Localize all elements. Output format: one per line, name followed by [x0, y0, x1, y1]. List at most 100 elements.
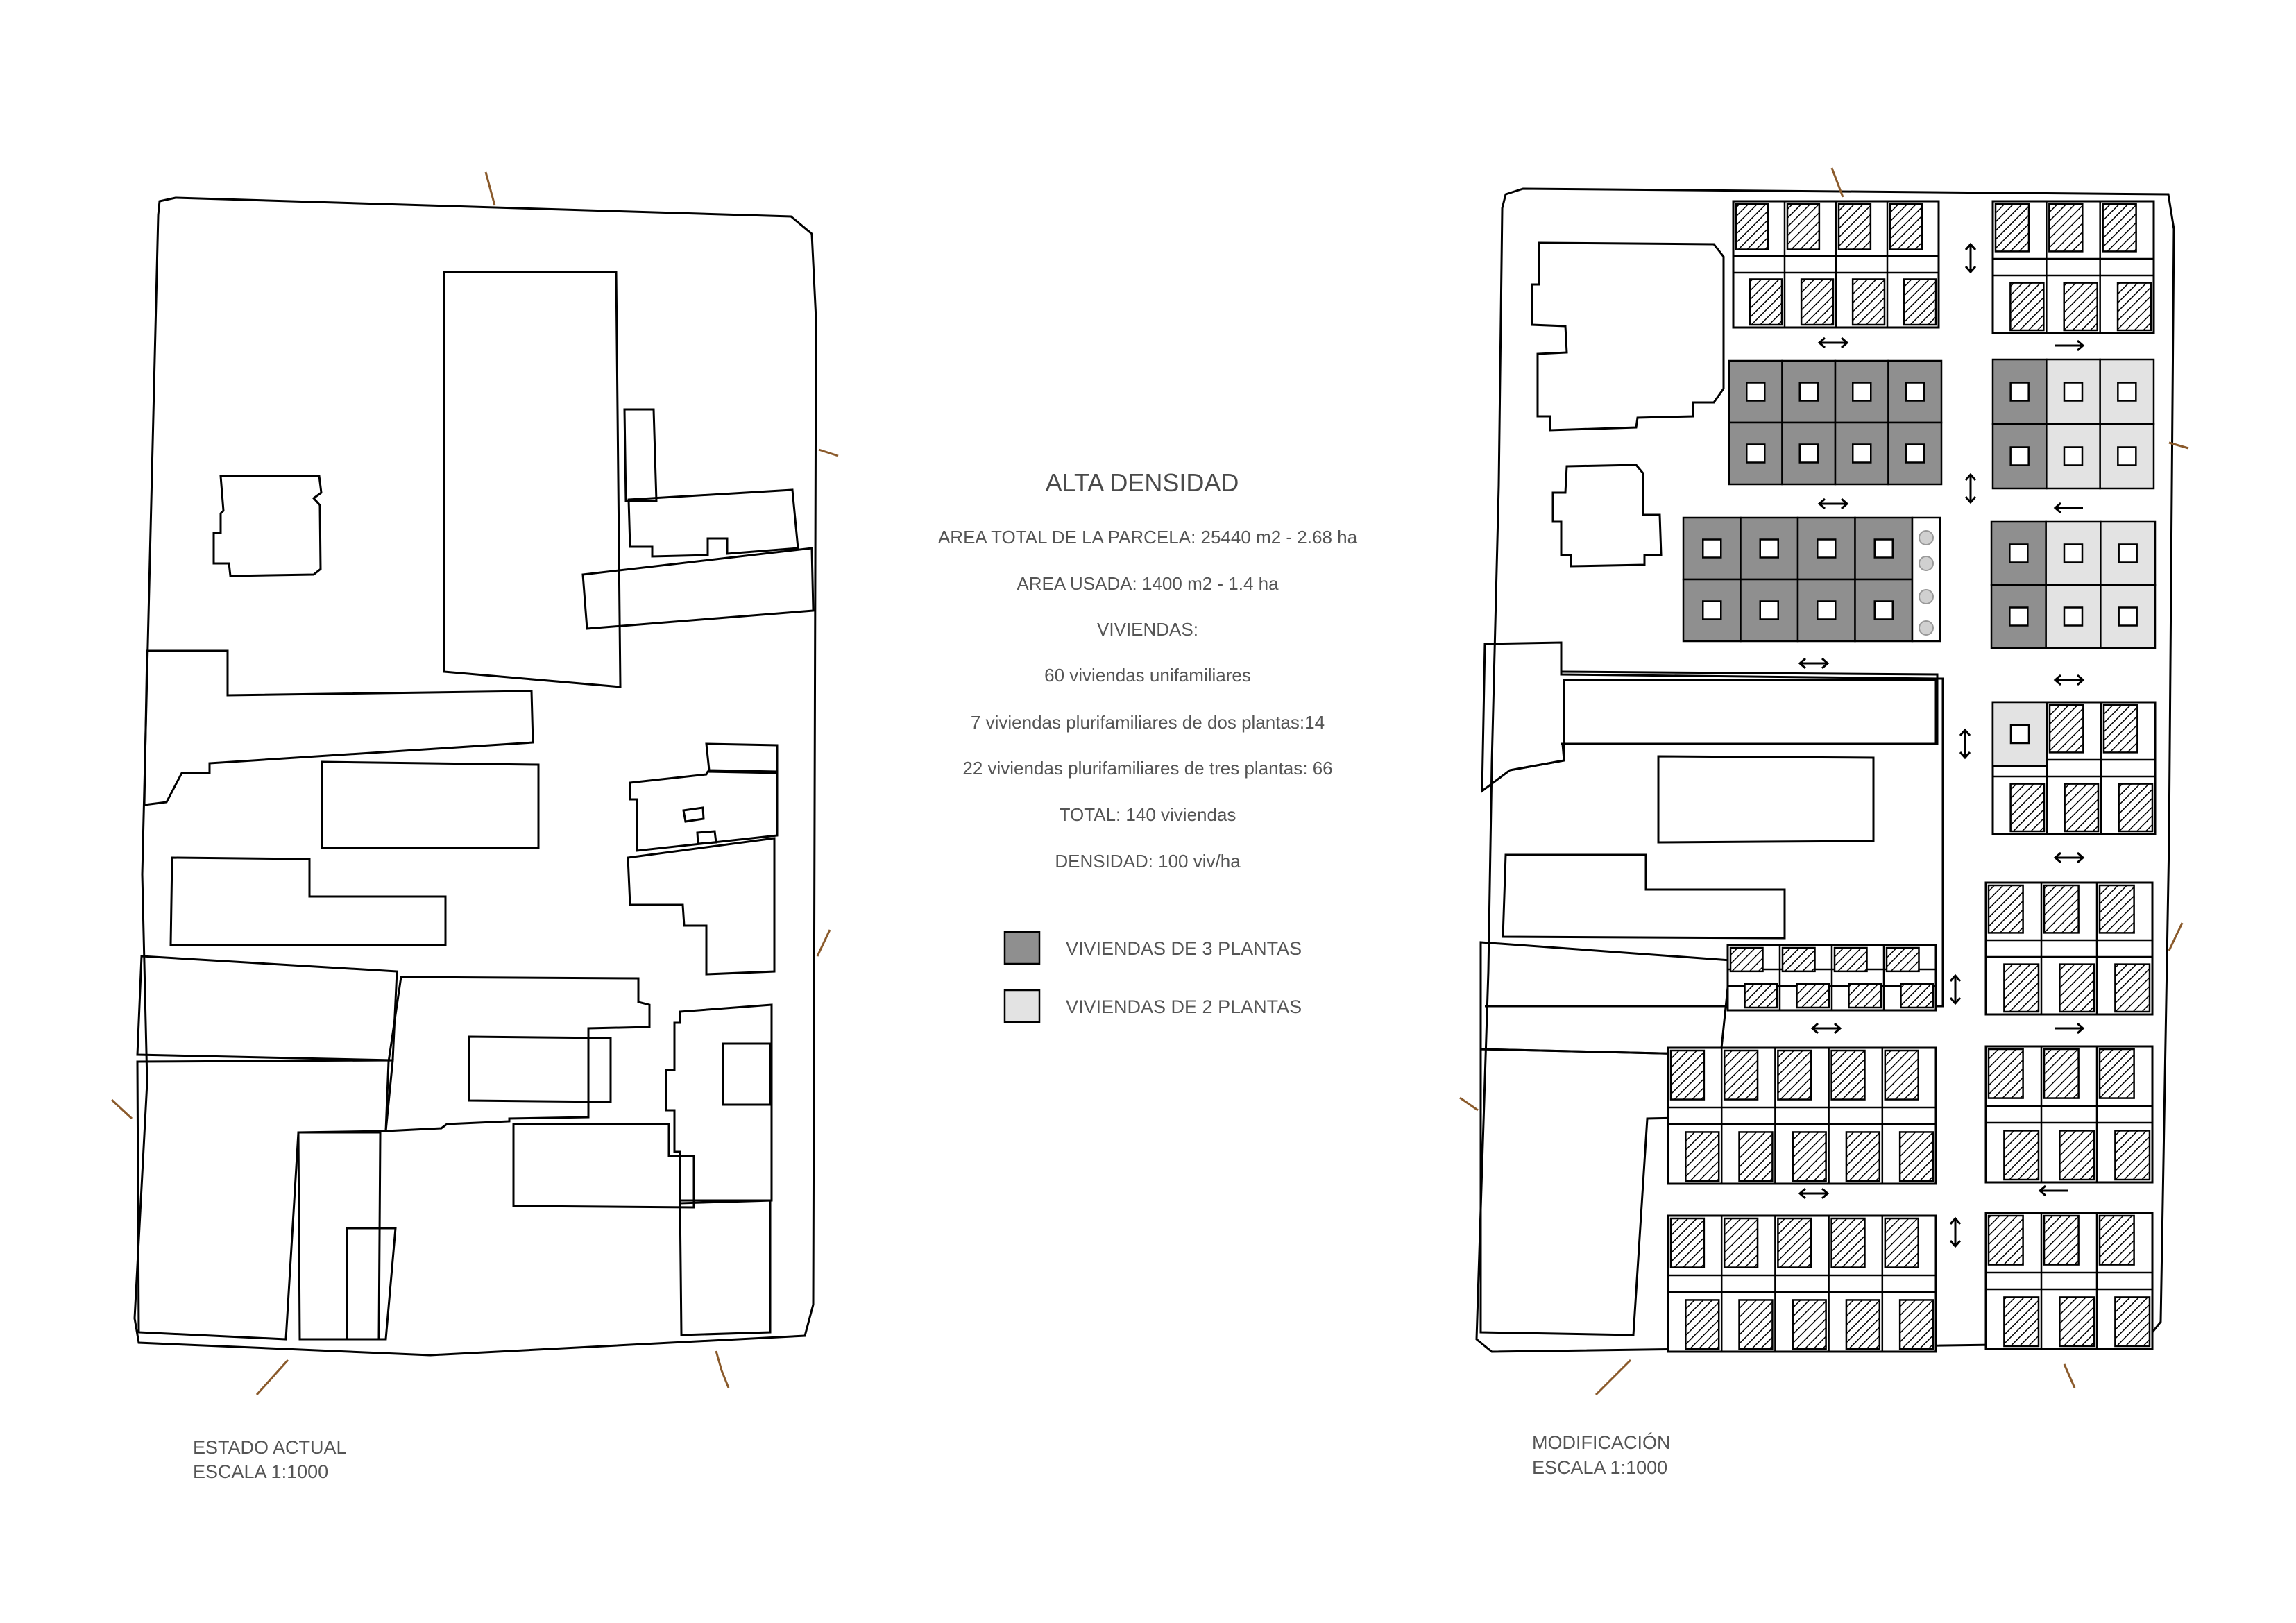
house-footprint [1792, 1131, 1827, 1182]
house-footprint [1987, 884, 2024, 934]
house-footprint [1723, 1217, 1759, 1268]
two-way-arrow [1817, 498, 1849, 510]
tree-icon [1919, 556, 1934, 571]
house-footprint [1987, 1214, 2024, 1266]
house-footprint [1830, 1217, 1866, 1268]
two-way-arrow [2053, 674, 2085, 686]
house-footprint [1669, 1217, 1706, 1268]
house-footprint [2098, 1048, 2135, 1099]
house-footprint [1749, 278, 1783, 326]
left-caption: ESTADO ACTUAL ESCALA 1:1000 [193, 1437, 347, 1482]
house-footprint [1845, 1299, 1881, 1350]
parcel-boundary [133, 196, 817, 1357]
house-footprint [1898, 1299, 1934, 1350]
unit-patio [1702, 600, 1722, 620]
two-way-arrow [1798, 1187, 1830, 1200]
house-footprint [2009, 282, 2045, 332]
unit-patio [2118, 606, 2138, 627]
house-footprint [1885, 946, 1920, 973]
house-footprint [1884, 1049, 1919, 1101]
info-line: 22 viviendas plurifamiliares de tres pla… [962, 758, 1332, 779]
current-state-plan [110, 171, 839, 1396]
house-footprint [1738, 1131, 1774, 1182]
one-way-arrow [2055, 339, 2085, 352]
unit-patio [2009, 543, 2029, 563]
house-footprint [2059, 1130, 2095, 1181]
unit-patio [1905, 443, 1925, 464]
legend-swatch-two-storey [1003, 989, 1041, 1023]
one-way-arrow [2053, 502, 2083, 514]
house-footprint [1744, 983, 1778, 1009]
house-footprint [2048, 203, 2084, 253]
house-footprint [1837, 203, 1872, 250]
house-footprint [1845, 1131, 1881, 1182]
road-ticks [1459, 167, 2189, 1396]
tree-icon [1919, 589, 1934, 604]
unit-patio [1873, 600, 1894, 620]
house-footprint [2043, 884, 2080, 934]
page-title: ALTA DENSIDAD [1046, 468, 1239, 497]
info-line: AREA TOTAL DE LA PARCELA: 25440 m2 - 2.6… [938, 527, 1358, 547]
house-footprint [1786, 203, 1821, 250]
house-footprint [1851, 278, 1886, 326]
house-footprint [1729, 946, 1764, 973]
legend-label: VIVIENDAS DE 3 PLANTAS [1066, 938, 1302, 959]
house-footprint [2063, 282, 2098, 332]
plan-caption: MODIFICACIÓN [1532, 1431, 1671, 1453]
single-family-block [1991, 200, 2155, 334]
two-way-arrow [1798, 657, 1830, 670]
house-footprint [2102, 203, 2137, 253]
house-footprint [2114, 1296, 2151, 1348]
unit-patio [2117, 446, 2137, 466]
info-line: 60 viviendas unifamiliares [1044, 665, 1251, 686]
housing-unit [1854, 578, 1914, 643]
house-footprint [2118, 783, 2154, 833]
unit-patio [1852, 443, 1872, 464]
house-footprint [2114, 1130, 2151, 1181]
house-footprint [2102, 704, 2138, 754]
unit-patio [2063, 382, 2084, 402]
house-footprint [1903, 278, 1937, 326]
two-way-arrow [1959, 728, 1971, 760]
house-footprint [2003, 963, 2040, 1013]
legend: VIVIENDAS DE 3 PLANTAS VIVIENDAS DE 2 PL… [1003, 931, 1302, 1023]
house-footprint [2098, 1214, 2135, 1266]
house-footprint [1723, 1049, 1759, 1101]
unit-patio [1798, 443, 1819, 464]
info-line: TOTAL: 140 viviendas [1060, 804, 1236, 825]
circulation-arrows [1798, 242, 2085, 1248]
house-footprint [1735, 203, 1769, 250]
tree-icon [1919, 530, 1934, 545]
plan-scale: ESCALA 1:1000 [193, 1461, 328, 1482]
unit-patio [1905, 382, 1925, 402]
house-footprint [1898, 1131, 1934, 1182]
one-way-arrow [2038, 1184, 2068, 1197]
house-footprint [2114, 963, 2151, 1013]
unit-patio [2063, 543, 2084, 563]
house-footprint [1987, 1048, 2024, 1099]
two-way-arrow [1964, 242, 1977, 274]
unit-patio [2118, 543, 2138, 563]
single-family-block [1667, 1214, 1937, 1353]
plan-caption: ESTADO ACTUAL [193, 1437, 347, 1458]
two-way-arrow [2053, 851, 2085, 864]
house-footprint [1830, 1049, 1866, 1101]
house-footprint [1792, 1299, 1827, 1350]
legend-swatch-three-storey [1003, 931, 1041, 965]
unit-patio [1798, 382, 1819, 402]
house-footprint [1777, 1217, 1812, 1268]
unit-patio [1852, 382, 1872, 402]
right-caption: MODIFICACIÓN ESCALA 1:1000 [1532, 1431, 1671, 1478]
info-block: ALTA DENSIDAD AREA TOTAL DE LA PARCELA: … [938, 468, 1358, 872]
house-footprint [1781, 946, 1816, 973]
single-family-block [1991, 701, 2157, 835]
plan-scale: ESCALA 1:1000 [1532, 1457, 1667, 1478]
house-footprint [2059, 963, 2095, 1013]
house-footprint [2098, 884, 2135, 934]
house-footprint [1685, 1131, 1720, 1182]
two-way-arrow [1964, 473, 1977, 504]
single-family-block [1984, 1045, 2154, 1184]
unit-patio [1702, 538, 1722, 559]
house-footprint [1833, 946, 1868, 973]
